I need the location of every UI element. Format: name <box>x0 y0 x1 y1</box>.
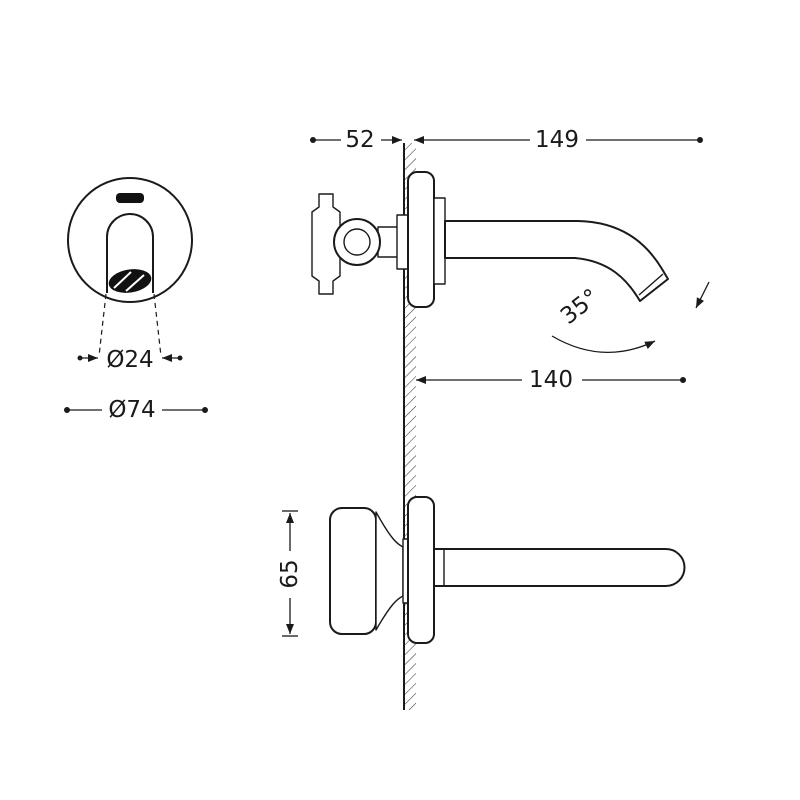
valve-cap-bottom <box>375 511 404 631</box>
dim-end-dot <box>697 137 703 143</box>
dim-label-140: 140 <box>529 367 573 393</box>
dim-label-35deg: 35° <box>556 284 604 330</box>
spout-tube-front <box>106 213 154 293</box>
extension-line-left <box>98 293 107 357</box>
spout-bottom <box>433 548 686 587</box>
extension-line-right <box>153 293 162 357</box>
dim-end-dot <box>680 377 686 383</box>
flow-direction-arrow <box>695 281 710 309</box>
valve-stem <box>377 226 400 258</box>
escutcheon-plate-side <box>407 171 435 308</box>
dimension-aerator-diameter: Ø24 <box>77 347 183 373</box>
aerator-highlight <box>125 274 145 292</box>
spout-side <box>444 220 669 302</box>
angle-arc <box>551 335 656 354</box>
dim-end-dot <box>177 355 183 361</box>
dim-label-65: 65 <box>277 559 303 588</box>
dimension-wall-depth: 52 <box>310 127 402 153</box>
valve-flange <box>396 214 409 270</box>
dimension-rosette-diameter: Ø74 <box>64 397 208 423</box>
spout-mouth-line <box>638 273 664 296</box>
rosette-circle <box>67 177 193 303</box>
inlet-slot <box>116 193 144 203</box>
spout-base-step <box>433 197 446 285</box>
dim-label-d74: Ø74 <box>108 397 155 423</box>
dim-label-149: 149 <box>535 127 579 153</box>
aerator-highlight <box>113 271 132 289</box>
angle-annotation: 35° <box>551 281 710 354</box>
valve-body-bottom <box>329 507 377 635</box>
dimension-spout-length: 149 <box>414 127 703 153</box>
front-view-rosette <box>67 177 193 357</box>
dimension-body-height: 65 <box>277 510 303 637</box>
bottom-view-mixer <box>329 496 686 644</box>
aerator-face <box>108 269 152 293</box>
handle-side <box>311 193 341 295</box>
side-view-mixer <box>311 171 669 308</box>
escutcheon-plate-bottom <box>407 496 435 644</box>
dimension-spout-reach: 140 <box>416 367 686 393</box>
valve-ring-inner <box>343 228 371 256</box>
dim-end-dot <box>202 407 208 413</box>
dim-label-d24: Ø24 <box>106 347 153 373</box>
dim-label-52: 52 <box>345 127 374 153</box>
